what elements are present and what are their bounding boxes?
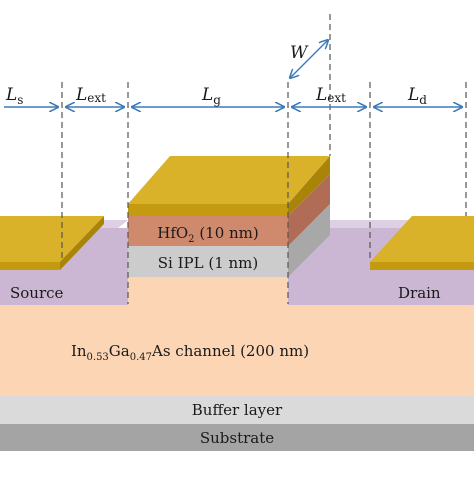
drain-contact-front [370, 262, 474, 270]
gate-metal-front [128, 204, 288, 216]
label-hfo2: HfO2 (10 nm) [157, 224, 259, 245]
si-ipl-layer [128, 246, 288, 277]
source-contact-top [0, 216, 104, 262]
label-lext-left: Lext [75, 85, 106, 105]
si-ipl-side [288, 204, 330, 277]
gate-metal-top [128, 156, 330, 204]
label-ls: Ls [5, 85, 23, 107]
label-channel: In0.53Ga0.47As channel (200 nm) [71, 342, 309, 363]
label-drain: Drain [398, 284, 441, 302]
label-ld: Ld [407, 85, 427, 107]
label-si-ipl: Si IPL (1 nm) [158, 254, 259, 272]
substrate-layer [0, 424, 474, 451]
hfo2-layer [128, 216, 288, 246]
boundary-lines [61, 14, 467, 304]
label-w: W [290, 43, 309, 63]
label-substrate: Substrate [200, 429, 274, 447]
dimension-arrows [4, 40, 462, 107]
source-contact-side [60, 216, 104, 270]
label-lg: Lg [201, 85, 221, 107]
gate-metal-side [288, 156, 330, 216]
drain-contact-top [370, 216, 474, 262]
source-contact-front [0, 262, 60, 270]
label-lext-right: Lext [315, 85, 346, 105]
label-source: Source [10, 284, 64, 302]
label-buffer: Buffer layer [192, 401, 283, 419]
buffer-layer [0, 396, 474, 424]
hfo2-side [288, 174, 330, 246]
